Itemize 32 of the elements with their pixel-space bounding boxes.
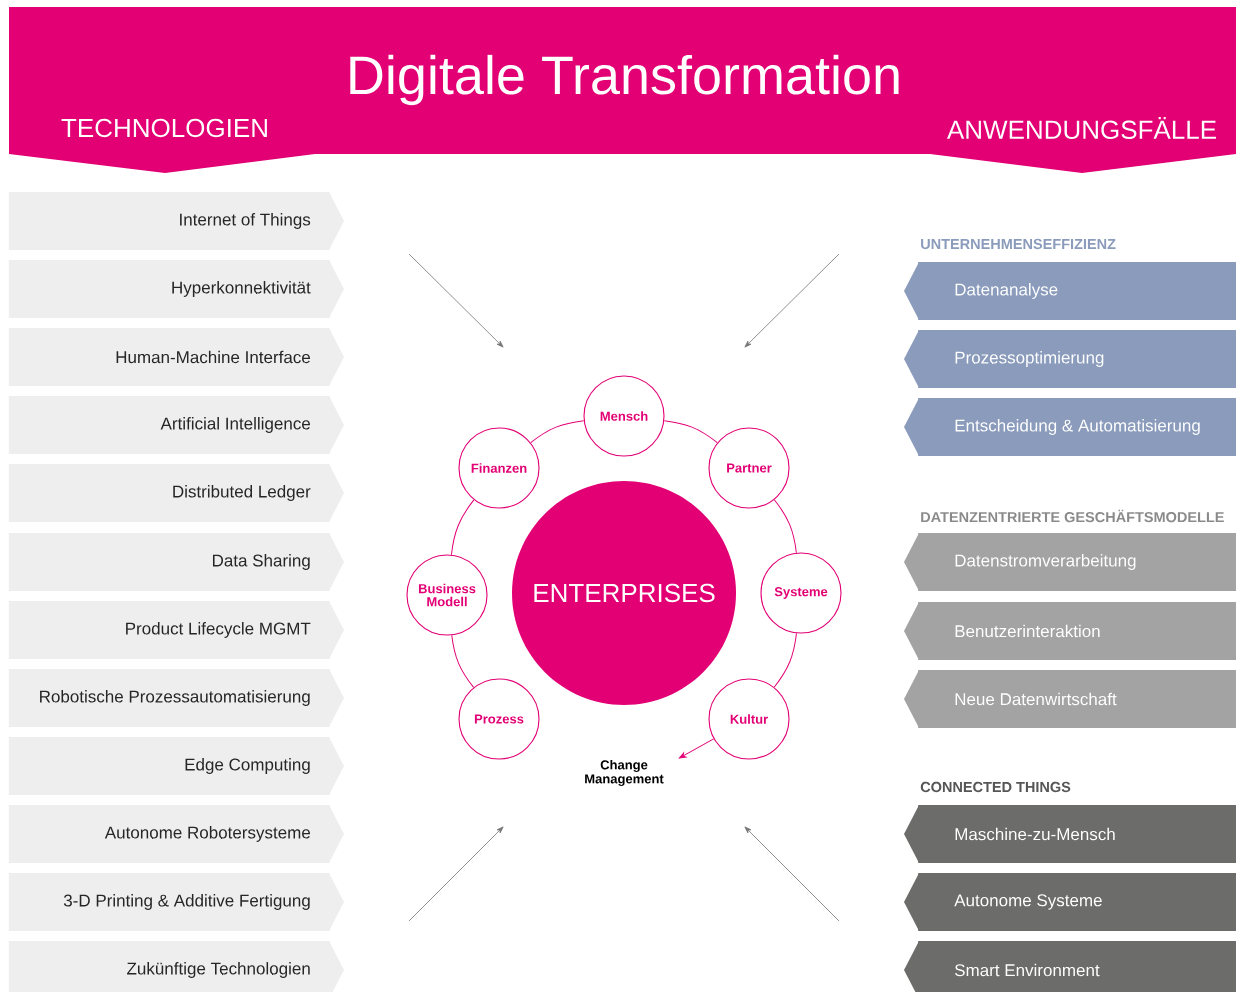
technology-box: Artificial Intelligence — [8, 396, 344, 454]
technology-box: Robotische Prozessautomatisierung — [8, 669, 344, 727]
technology-box: Autonome Robotersysteme — [8, 805, 344, 863]
ring-arc — [663, 420, 718, 444]
use-case-box: Datenanalyse — [904, 262, 1236, 320]
ring-arc — [450, 499, 475, 556]
use-case-box: Neue Datenwirtschaft — [904, 670, 1236, 728]
ring-arc — [773, 632, 797, 688]
section-heading: ANWENDUNGSFÄLLE — [947, 117, 1216, 139]
ring-arc — [530, 420, 585, 444]
technology-box: Human-Machine Interface — [8, 328, 344, 386]
use-case-box: Entscheidung & Automatisierung — [904, 398, 1236, 456]
technology-box: Distributed Ledger — [8, 464, 344, 522]
technology-box: Zukünftige Technologien — [8, 941, 344, 992]
arrow — [678, 738, 715, 759]
technology-box: Edge Computing — [8, 737, 344, 795]
technology-box: 3-D Printing & Additive Fertigung — [8, 873, 344, 931]
technology-box: Data Sharing — [8, 533, 344, 591]
use-case-box: Smart Environment — [904, 941, 1236, 992]
ring-arc — [773, 499, 797, 554]
technology-box: Internet of Things — [8, 192, 344, 250]
use-case-box: Autonome Systeme — [904, 873, 1236, 931]
use-case-box: Maschine-zu-Mensch — [904, 805, 1236, 863]
ring-arc — [451, 634, 475, 688]
use-case-box: Datenstromverarbeitung — [904, 533, 1236, 591]
use-case-box: Benutzerinteraktion — [904, 602, 1236, 660]
title: Digitale Transformation — [350, 54, 899, 106]
technology-box: Product Lifecycle MGMT — [8, 601, 344, 659]
technology-box: Hyperkonnektivität — [8, 260, 344, 318]
change-label: Change Management — [585, 759, 664, 787]
section-heading: TECHNOLOGIEN — [61, 118, 267, 138]
use-case-box: Prozessoptimierung — [904, 330, 1236, 388]
